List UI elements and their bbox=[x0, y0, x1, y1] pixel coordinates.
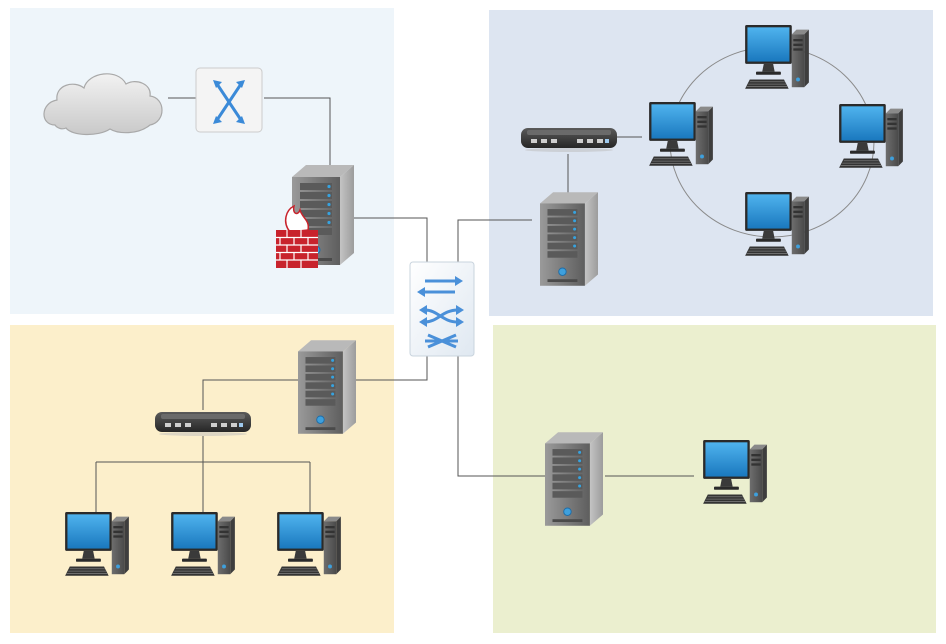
link-switch-starserver bbox=[356, 355, 428, 381]
server-tower-icon bbox=[540, 192, 598, 286]
firewall-icon bbox=[276, 204, 318, 268]
network-links bbox=[95, 97, 694, 512]
switch-icon bbox=[409, 261, 475, 357]
cloud-icon bbox=[43, 73, 163, 136]
link-switch-singleserver bbox=[457, 355, 545, 477]
link-router-server bbox=[264, 97, 331, 165]
server-tower-icon bbox=[545, 432, 603, 526]
link-starserver-hub bbox=[202, 379, 300, 410]
link-firewall-switch bbox=[352, 217, 428, 262]
link-switch-ringserver bbox=[457, 219, 532, 262]
router-icon bbox=[195, 67, 263, 133]
server-tower-icon bbox=[298, 340, 356, 434]
internet-zone bbox=[10, 8, 394, 314]
